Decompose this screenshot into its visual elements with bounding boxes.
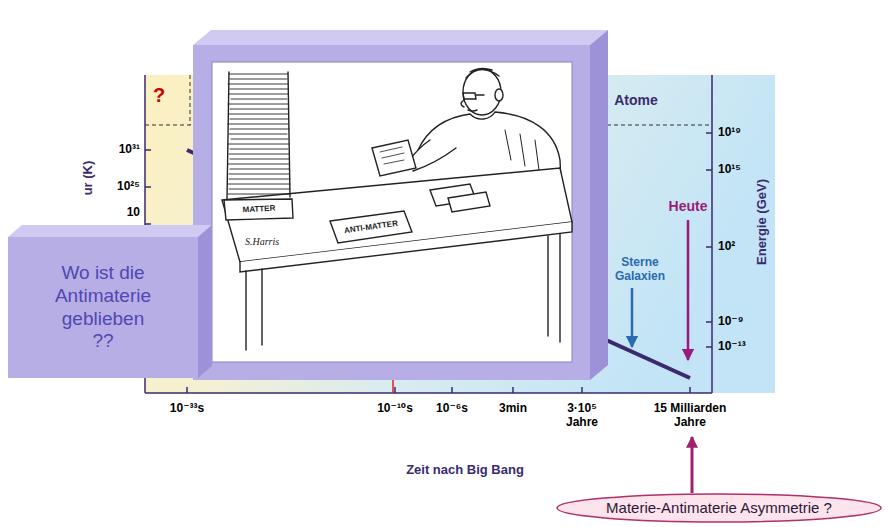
stars-arrow [631,288,634,347]
axis-tick: 10⁻³³s [170,402,204,416]
cartoon-drawing [222,68,572,350]
node-text-group: Materie-Antimaterie Asymmetrie ? [606,499,832,517]
epoch-label: Heute [669,198,708,214]
cartoon-frame [590,30,608,380]
bevel-face [8,237,198,378]
cartoon-frame [193,30,608,45]
callout-box: Wo ist die Antimaterie geblieben ?? [8,237,198,378]
cartoon-picture [212,62,572,362]
axis-title: Energie (GeV) [755,179,770,265]
axis-tick: 10⁻⁶s [436,402,468,416]
unknown-era-mark: ? [153,84,165,107]
scientist-hair [466,68,499,78]
node-text-group: Wo ist die Antimaterie geblieben ?? [52,262,154,353]
axis-tick: 10¹⁵ [718,163,741,177]
axis-tick: 10³¹ [119,143,140,157]
axis-tick: 10 [127,206,140,220]
asymmetry-arrow [691,437,694,493]
epoch-label: Sterne Galaxien [609,256,671,284]
scientist-face [461,100,477,111]
conclusion-oval: Materie-Antimaterie Asymmetrie ? [556,493,882,523]
artist-signature: S.Harris [245,236,279,248]
oval-outline [557,494,881,522]
time-axis [145,387,712,393]
node-text: Materie-Antimaterie Asymmetrie ? [606,499,832,517]
node-text: Wo ist die Antimaterie geblieben ?? [52,262,154,353]
energy-axis [706,75,712,393]
matter-box [224,199,293,220]
era-label: Atome [614,92,658,108]
axis-tick: 3·10⁵ Jahre [559,402,605,430]
bevel-side [198,225,212,378]
era-divider [190,75,191,125]
axis-title: Zeit nach Big Bang [406,463,524,478]
paper-sheet [372,140,416,176]
paper-lines [380,147,404,164]
axis-tick: 10²⁵ [117,180,140,194]
today-arrow [687,220,690,360]
paper-stack [227,72,290,199]
paper-stack [228,74,290,194]
box-label: MATTER [242,204,275,215]
axis-tick: 10¹⁹ [718,126,741,140]
axis-tick: 10⁻¹³ [718,340,746,354]
desk-legs [246,234,560,350]
axis-tick: 3min [499,402,527,416]
axis-title: ur (K) [81,161,96,196]
axis-tick: 10⁻¹⁰s [377,402,413,416]
desk-papers [448,192,490,212]
scientist-glasses [463,93,484,99]
antimatter-tray [330,211,412,243]
axis-tick: 10⁻⁹ [718,315,743,329]
cartoon-frame [193,45,590,380]
axis-tick: 10² [718,240,735,254]
scientist-ear [495,89,503,101]
bevel-top [8,225,212,237]
scientist-sweater [505,130,539,170]
axis-tick: 15 Milliarden Jahre [642,402,738,430]
bevel-box [8,225,212,378]
